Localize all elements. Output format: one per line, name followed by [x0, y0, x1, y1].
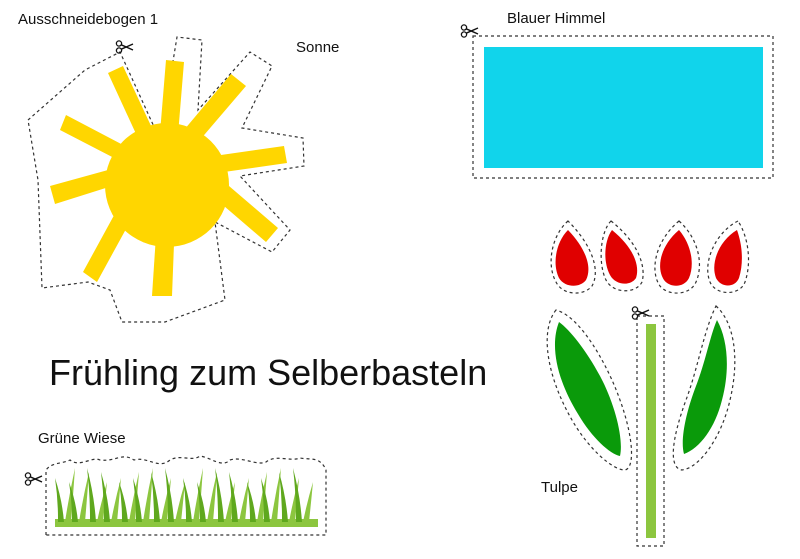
- grass-blade: [69, 482, 78, 522]
- sun-label: Sonne: [296, 39, 340, 56]
- sky-rectangle: [484, 47, 763, 168]
- grass-blade: [143, 468, 153, 522]
- grass-blade: [197, 482, 206, 522]
- scissors-icon: [115, 40, 134, 54]
- sun-cut-line: [27, 36, 305, 323]
- grass-blade: [111, 478, 121, 522]
- grass-blade: [87, 468, 96, 522]
- page-title: Frühling zum Selberbasteln: [49, 352, 488, 393]
- sun-disc: [105, 123, 229, 247]
- grass-blade: [101, 472, 110, 522]
- meadow-ground: [55, 519, 318, 527]
- sun-rays: [50, 60, 287, 296]
- grass-blade: [151, 472, 160, 522]
- grass-blade: [271, 468, 281, 522]
- grass-blade: [129, 472, 139, 522]
- sky-cutout: [460, 24, 774, 179]
- grass-blade: [239, 478, 249, 522]
- scissors-icon: [24, 472, 43, 486]
- tulip-leaves: [546, 305, 736, 547]
- grass-blade: [247, 482, 256, 522]
- grass-blade: [183, 478, 192, 522]
- grass-blade: [79, 472, 89, 522]
- meadow-grass: [55, 468, 313, 522]
- meadow-cut-line: [45, 455, 327, 536]
- tulip-leaf-left: [546, 309, 633, 471]
- grass-blade: [193, 468, 203, 522]
- grass-blade: [133, 478, 142, 522]
- tulip-petal: [654, 220, 700, 294]
- grass-blade: [215, 468, 224, 522]
- grass-blade: [207, 472, 217, 522]
- sun-cutout: [27, 36, 305, 323]
- meadow-label: Grüne Wiese: [38, 430, 126, 447]
- grass-blade: [279, 472, 288, 522]
- scissors-icon: [460, 24, 479, 38]
- grass-blade: [229, 472, 238, 522]
- tulip-label: Tulpe: [541, 479, 578, 496]
- tulip-petals: [550, 220, 750, 294]
- tulip-stem: [636, 315, 665, 547]
- meadow-cutout: [24, 455, 327, 536]
- sky-label: Blauer Himmel: [507, 10, 606, 27]
- grass-blade: [55, 478, 64, 522]
- tulip-petal: [600, 220, 644, 292]
- grass-blade: [65, 468, 75, 522]
- grass-blade: [303, 482, 313, 522]
- sheet-label: Ausschneidebogen 1: [18, 11, 159, 28]
- tulip-petal: [550, 220, 596, 294]
- grass-blade: [165, 468, 174, 522]
- sky-cut-line: [472, 35, 774, 179]
- grass-blade: [261, 478, 270, 522]
- tulip-petal: [707, 220, 750, 294]
- grass-blade: [175, 482, 185, 522]
- scissors-icon: [631, 306, 650, 320]
- grass-blade: [293, 468, 302, 522]
- grass-blade: [257, 472, 267, 522]
- grass-blade: [119, 482, 128, 522]
- tulip-leaf-right: [672, 305, 736, 471]
